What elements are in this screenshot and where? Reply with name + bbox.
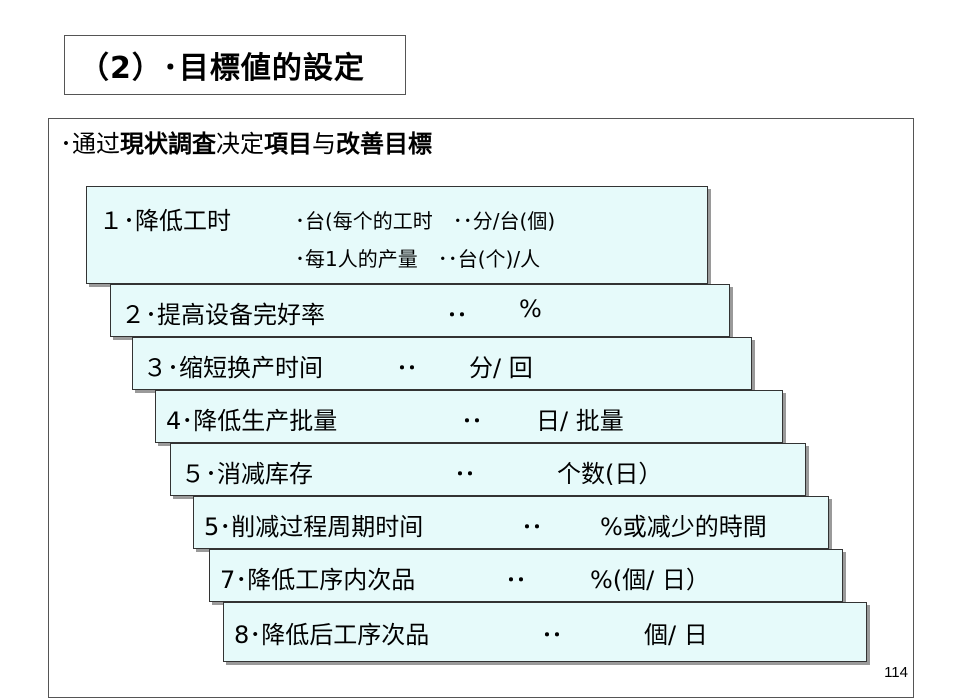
step-8-label: 8･降低后工序次品 xyxy=(234,621,430,649)
step-6-unit: %或减少的時間 xyxy=(600,513,767,541)
intro-bold-1: 現状調査 xyxy=(120,130,216,158)
step-7-label: 7･降低工序内次品 xyxy=(220,566,416,594)
step-5-box: ５･消减库存 ･･ 个数(日） xyxy=(170,443,806,496)
step-3-label: ３･缩短换产时间 xyxy=(143,354,323,382)
step-2-box: ２･提高设备完好率 ･･ % xyxy=(110,284,730,337)
step-5-dots: ･･ xyxy=(455,462,475,486)
intro-mid-2: 与 xyxy=(312,130,336,158)
step-5-label: ５･消减库存 xyxy=(181,460,313,488)
step-1-label: １･降低工时 xyxy=(99,207,231,235)
step-8-dots: ･･ xyxy=(542,623,562,647)
step-7-box: 7･降低工序内次品 ･･ %(個/ 日） xyxy=(209,549,843,602)
intro-lead: ･通过 xyxy=(60,130,120,158)
step-6-label: 5･削减过程周期时间 xyxy=(204,513,424,541)
step-1-sub-line-1: ･台(每个的工时 ･･分/台(個) xyxy=(295,209,556,233)
intro-mid: 决定 xyxy=(216,130,264,158)
intro-line: ･通过現状調査决定項目与改善目標 xyxy=(60,126,432,162)
intro-bold-2: 項目 xyxy=(264,130,312,158)
step-7-dots: ･･ xyxy=(506,568,526,592)
step-7-unit: %(個/ 日） xyxy=(590,566,710,594)
step-2-dots: ･･ xyxy=(447,303,467,327)
step-4-label: 4･降低生产批量 xyxy=(166,407,338,435)
step-8-unit: 個/ 日 xyxy=(644,621,708,649)
step-6-box: 5･削减过程周期时间 ･･ %或减少的時間 xyxy=(193,496,829,549)
step-3-box: ３･缩短换产时间 ･･ 分/ 回 xyxy=(132,337,752,390)
step-1-sub-line-2: ･每1人的产量 ･･台(个)/人 xyxy=(295,247,541,271)
step-1-box: １･降低工时 ･台(每个的工时 ･･分/台(個) ･每1人的产量 ･･台(个)/… xyxy=(86,186,708,284)
step-4-dots: ･･ xyxy=(462,409,482,433)
step-4-unit: 日/ 批量 xyxy=(536,407,624,435)
step-4-box: 4･降低生产批量 ･･ 日/ 批量 xyxy=(155,390,783,443)
step-6-dots: ･･ xyxy=(522,515,542,539)
page-number: 114 xyxy=(884,664,908,681)
step-5-unit: 个数(日） xyxy=(557,460,663,488)
step-8-box: 8･降低后工序次品 ･･ 個/ 日 xyxy=(223,602,867,662)
page-title: （2）･目標値的設定 xyxy=(64,35,406,95)
step-2-unit: % xyxy=(519,295,542,323)
step-3-unit: 分/ 回 xyxy=(469,354,533,382)
intro-bold-3: 改善目標 xyxy=(336,130,432,158)
step-2-label: ２･提高设备完好率 xyxy=(121,301,325,329)
step-3-dots: ･･ xyxy=(397,356,417,380)
